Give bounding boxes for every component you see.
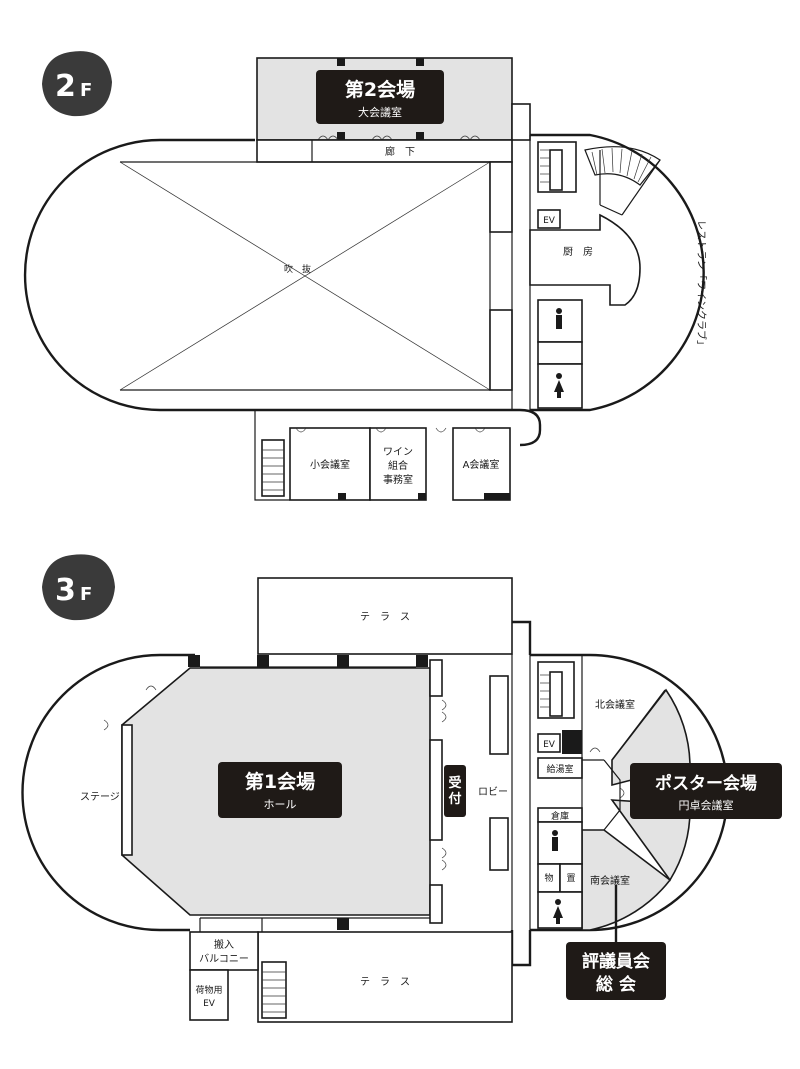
floor-2f-atrium-label: 吹 抜	[284, 263, 311, 275]
tag-floor2-hall: 第2会場 大会議室	[316, 70, 444, 124]
floor-2f-hall-subtitle: 大会議室	[358, 105, 402, 119]
floor-3f-hall-subtitle: ホール	[264, 798, 297, 811]
tag-poster-hall: ポスター会場 円卓会議室	[630, 763, 782, 819]
tag-floor3-hall: 第1会場 ホール	[218, 762, 342, 818]
floor-3f-ev-label: EV	[543, 740, 556, 750]
reception-label: 受付	[448, 775, 461, 807]
stairs-icon	[537, 141, 577, 193]
floor-3f-south-room	[581, 829, 672, 931]
poster-hall-subtitle: 円卓会議室	[679, 798, 734, 812]
floor-3f-badge: 3 F	[42, 554, 115, 621]
floor-2f-kitchen	[529, 213, 641, 306]
floor-3f-balcony	[189, 931, 259, 971]
floor-2f-atrium: 吹 抜	[119, 161, 491, 391]
floor-2f-room-a-label: A会議室	[463, 458, 500, 471]
floor-3f-souko-label: 倉庫	[551, 810, 569, 822]
male-restroom-icon	[552, 830, 558, 851]
floor-3f-badge-unit: F	[80, 584, 92, 605]
council-title: 評議員会	[582, 951, 650, 972]
floor-3f-storage-label-1: 物	[544, 872, 553, 884]
floor-3f-badge-number: 3	[55, 573, 76, 608]
floor-2f-ev-label: EV	[543, 216, 556, 226]
door-swing-icon	[103, 685, 447, 871]
floor-2f-corridor-label: 廊 下	[385, 145, 415, 158]
floor-2f-wine-office-label-1: ワイン	[383, 447, 413, 458]
curved-stairs-icon	[584, 146, 661, 186]
floor-3f-hall-title: 第1会場	[245, 770, 315, 793]
floor-2f-restaurant-label: レストラン「ワインクラブ」	[695, 220, 708, 350]
female-restroom-icon	[553, 899, 563, 924]
floor-3f-cargo-ev-label-2: EV	[203, 999, 216, 1009]
floor-2f-small-room-label: 小会議室	[310, 458, 350, 471]
stairs-icon	[537, 661, 575, 719]
floor-3f: 3 F テ ラ ス ステージ 受付	[21, 554, 729, 1023]
floor-3f-storage-label-2: 置	[566, 873, 575, 884]
floor-2f: 2 F 廊 下 吹 抜	[23, 51, 708, 501]
floor-3f-balcony-label-2: バルコニー	[199, 953, 249, 965]
door-swing-icon	[295, 427, 486, 433]
floor-3f-terrace-top-label: テ ラ ス	[360, 611, 410, 623]
floor-3f-balcony-label-1: 搬入	[214, 938, 234, 951]
floor-3f-cargo-ev	[189, 969, 229, 1021]
poster-hall-title: ポスター会場	[655, 773, 757, 794]
floor-3f-kyutou-label: 給湯室	[546, 763, 573, 775]
council-subtitle: 総 会	[596, 974, 636, 995]
floor-3f-ev	[537, 733, 561, 753]
stairs-icon	[261, 961, 287, 1019]
floor-3f-terrace-bottom-label: テ ラ ス	[360, 976, 410, 988]
door-swing-icon	[317, 135, 481, 141]
floor-2f-room-a	[452, 427, 511, 501]
floor-2f-ev	[537, 209, 561, 229]
floor-2f-wine-office-label-2: 組合	[388, 459, 408, 472]
floor-3f-lobby-label: ロビー	[478, 786, 508, 798]
stairs-icon	[261, 439, 285, 497]
floor-3f-terrace-top	[257, 577, 513, 655]
floor-3f-terrace-bottom	[257, 931, 513, 1023]
floor-2f-badge-number: 2	[55, 69, 76, 104]
floor-2f-hall-title: 第2会場	[345, 78, 415, 101]
floor-3f-restroom-male	[537, 821, 583, 865]
floor-2f-badge-unit: F	[80, 80, 92, 101]
floor-3f-north-room-label: 北会議室	[595, 698, 635, 711]
tag-council: 評議員会 総 会	[566, 885, 666, 1000]
floor-2f-kitchen-label: 厨 房	[563, 245, 593, 258]
floor-3f-stage-label: ステージ	[80, 792, 120, 803]
floor-2f-wine-office	[369, 427, 427, 501]
reception-tag	[444, 765, 466, 817]
floor-2f-wine-office-label-3: 事務室	[383, 473, 413, 486]
male-restroom-icon	[556, 308, 562, 329]
floor-2f-badge: 2 F	[42, 51, 112, 117]
female-restroom-icon	[554, 373, 564, 398]
floor-3f-south-room-label: 南会議室	[590, 874, 630, 887]
floor-3f-cargo-ev-label-1: 荷物用	[195, 984, 222, 996]
